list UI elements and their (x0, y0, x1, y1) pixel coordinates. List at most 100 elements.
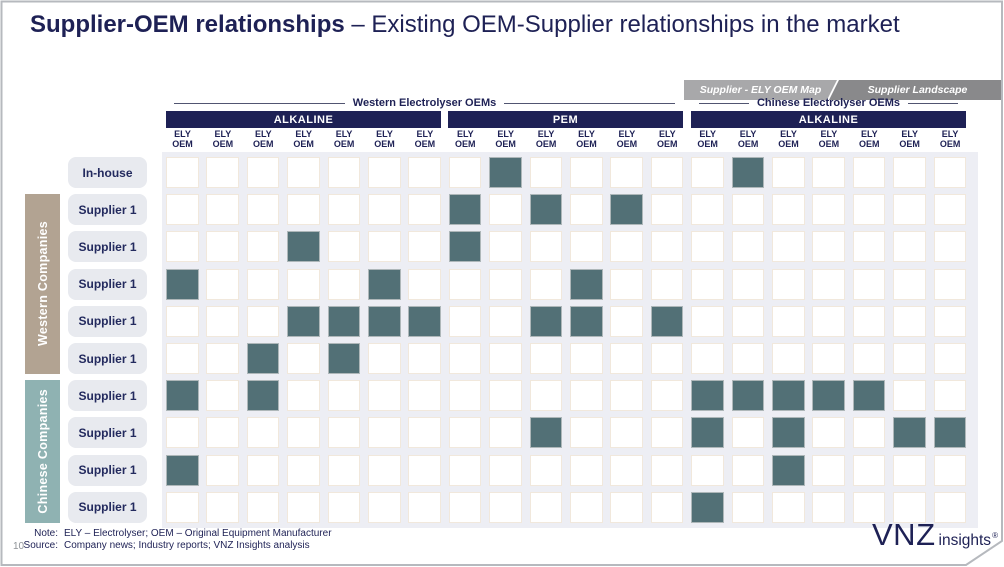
matrix-cell-filled (529, 305, 563, 337)
row-label-pill: Supplier 1 (68, 194, 147, 226)
matrix-cell-filled (812, 380, 845, 412)
matrix-cell-filled (731, 157, 765, 188)
matrix-cell-empty (852, 305, 886, 337)
matrix-cell-empty (448, 305, 482, 337)
logo-suffix: insights (938, 532, 992, 549)
matrix-cell-empty (650, 194, 684, 226)
matrix-cell-filled (772, 454, 805, 486)
logo-brand: VNZ (872, 517, 936, 552)
matrix-cell-empty (246, 305, 280, 337)
matrix-cell-empty (731, 343, 765, 374)
matrix-cell-empty (650, 454, 684, 486)
row-label-pill: Supplier 1 (68, 343, 147, 374)
matrix-cell-empty (812, 343, 845, 374)
matrix-cell-empty (287, 157, 320, 188)
matrix-cell-empty (731, 194, 765, 226)
matrix-cell-empty (206, 343, 239, 374)
matrix-cell-empty (731, 417, 765, 449)
row-label-pill: In-house (68, 157, 147, 188)
matrix-cell-empty (408, 268, 441, 300)
matrix-cell-empty (246, 157, 280, 188)
side-band-chinese-companies: Chinese Companies (25, 380, 60, 523)
page-title-rest: – Existing OEM-Supplier relationships in… (344, 11, 900, 38)
matrix-cell-empty (206, 380, 239, 412)
matrix-cell-empty (933, 454, 967, 486)
matrix-cell-empty (852, 268, 886, 300)
matrix-cell-empty (650, 491, 684, 523)
matrix-cell-filled (287, 231, 320, 263)
matrix-cell-empty (408, 343, 441, 374)
matrix-cell-filled (691, 417, 724, 449)
row-label-pill: Supplier 1 (68, 454, 147, 486)
matrix-cell-empty (650, 157, 684, 188)
matrix-cell-empty (772, 157, 805, 188)
matrix-cell-empty (246, 491, 280, 523)
matrix-cell-filled (327, 343, 361, 374)
matrix-cell-filled (448, 231, 482, 263)
matrix-cell-empty (610, 417, 643, 449)
matrix-cell-empty (731, 491, 765, 523)
matrix-cell-empty (166, 417, 199, 449)
matrix-cell-empty (772, 343, 805, 374)
matrix-cell-empty (893, 157, 926, 188)
matrix-cell-empty (893, 231, 926, 263)
matrix-cell-filled (691, 491, 724, 523)
matrix-cell-filled (893, 417, 926, 449)
matrix-cell-empty (287, 491, 320, 523)
matrix-cell-empty (610, 454, 643, 486)
matrix-cell-empty (772, 268, 805, 300)
row-label-pill: Supplier 1 (68, 491, 147, 523)
matrix-cell-empty (852, 231, 886, 263)
matrix-cell-empty (408, 231, 441, 263)
matrix-cell-empty (570, 491, 603, 523)
matrix-cell-filled (610, 194, 643, 226)
group-header-chinese-oems-label: Chinese Electrolyser OEMs (756, 97, 901, 109)
matrix-cell-empty (166, 231, 199, 263)
matrix-cell-filled (368, 305, 401, 337)
footnotes: Note: ELY – Electrolyser; OEM – Original… (22, 528, 332, 552)
matrix-cell-empty (529, 157, 563, 188)
technology-band-alkaline-western: ALKALINE (166, 111, 441, 128)
matrix-cell-empty (246, 417, 280, 449)
matrix-cell-empty (893, 305, 926, 337)
matrix-cell-filled (287, 305, 320, 337)
matrix-cell-empty (893, 343, 926, 374)
matrix-cell-empty (933, 231, 967, 263)
matrix-cell-empty (812, 417, 845, 449)
matrix-cell-empty (408, 194, 441, 226)
matrix-cell-empty (287, 268, 320, 300)
matrix-cell-empty (933, 305, 967, 337)
row-label-pill: Supplier 1 (68, 268, 147, 300)
matrix-cell-empty (489, 454, 522, 486)
page-title: Supplier-OEM relationships – Existing OE… (30, 11, 900, 39)
matrix-cell-empty (852, 157, 886, 188)
matrix-cell-empty (448, 343, 482, 374)
group-header-western-oems-label: Western Electrolyser OEMs (352, 97, 497, 109)
matrix-cell-empty (812, 231, 845, 263)
matrix-cell-filled (772, 380, 805, 412)
row-label-pill: Supplier 1 (68, 380, 147, 412)
matrix-cell-empty (650, 231, 684, 263)
matrix-cell-empty (610, 305, 643, 337)
matrix-cell-empty (489, 417, 522, 449)
matrix-cell-empty (691, 194, 724, 226)
matrix-cell-empty (812, 491, 845, 523)
matrix-cell-empty (731, 231, 765, 263)
header-line (699, 102, 749, 104)
matrix-cell-empty (691, 454, 724, 486)
matrix-cell-filled (166, 454, 199, 486)
matrix-cell-empty (368, 380, 401, 412)
matrix-cell-empty (812, 194, 845, 226)
matrix-cell-empty (812, 454, 845, 486)
matrix-cell-empty (287, 343, 320, 374)
matrix-cell-empty (731, 268, 765, 300)
